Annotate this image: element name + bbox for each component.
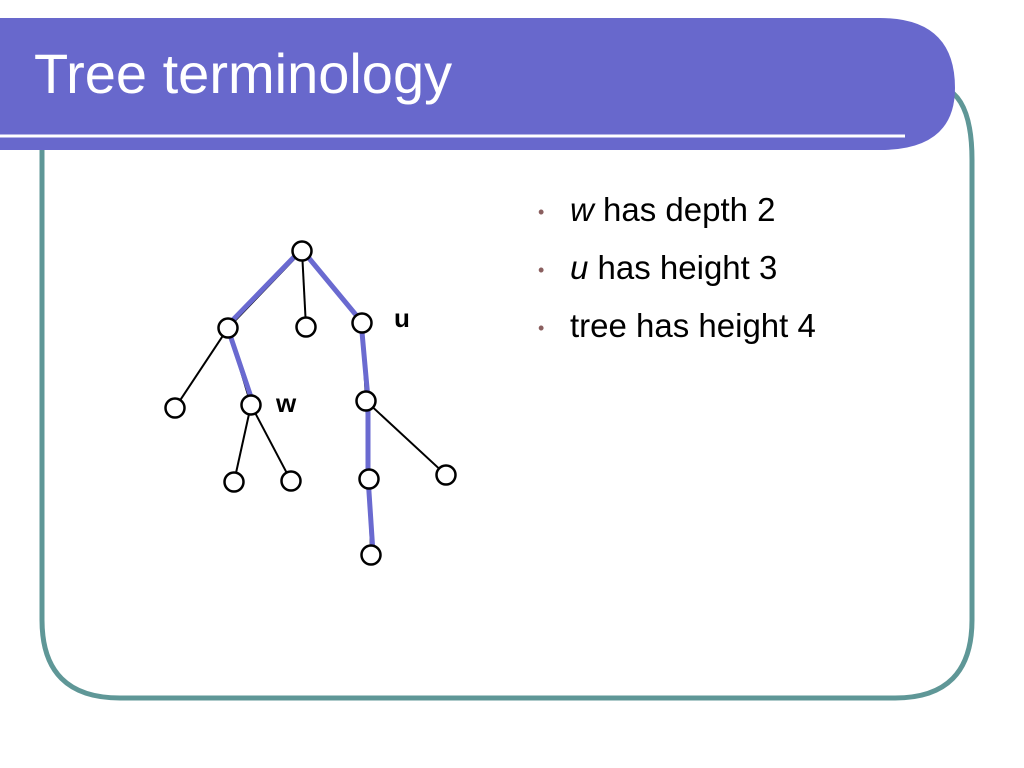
tree-nodes xyxy=(164,240,457,566)
bullet-rest: has height 3 xyxy=(588,249,778,286)
bullet-icon: • xyxy=(538,318,545,338)
tree-node-w xyxy=(240,394,262,416)
tree-node-d xyxy=(223,471,245,493)
tree-node-b xyxy=(295,316,317,338)
bullet-text: tree has height 4 xyxy=(570,306,816,346)
bullet-var: w xyxy=(570,191,594,228)
page-title: Tree terminology xyxy=(34,42,453,105)
tree-node-e xyxy=(280,470,302,492)
bullet-rest: tree has height 4 xyxy=(570,307,816,344)
bullet-icon: • xyxy=(538,202,545,222)
bullet-icon: • xyxy=(538,260,545,280)
tree-edge xyxy=(179,335,224,401)
tree-node-u xyxy=(351,312,373,334)
tree-edge xyxy=(372,406,440,470)
tree-edge xyxy=(235,414,250,473)
bullet-text: w has depth 2 xyxy=(570,190,776,230)
tree-node-c xyxy=(164,397,186,419)
bullet-var: u xyxy=(570,249,589,286)
label-w: w xyxy=(275,388,297,418)
tree-edge xyxy=(254,412,288,474)
tree-node-h xyxy=(435,464,457,486)
tree-edges xyxy=(179,257,440,546)
tree-node-a xyxy=(217,317,239,339)
label-u: u xyxy=(394,303,410,333)
content-border xyxy=(39,85,975,701)
bullet-text: u has height 3 xyxy=(570,248,777,288)
header-bar xyxy=(0,18,955,150)
tree-node-f xyxy=(355,390,377,412)
tree-node-root xyxy=(291,240,313,262)
tree-node-g xyxy=(358,468,380,490)
tree-node-i xyxy=(360,544,382,566)
tree-edge xyxy=(301,260,307,318)
bullet-rest: has depth 2 xyxy=(593,191,776,228)
